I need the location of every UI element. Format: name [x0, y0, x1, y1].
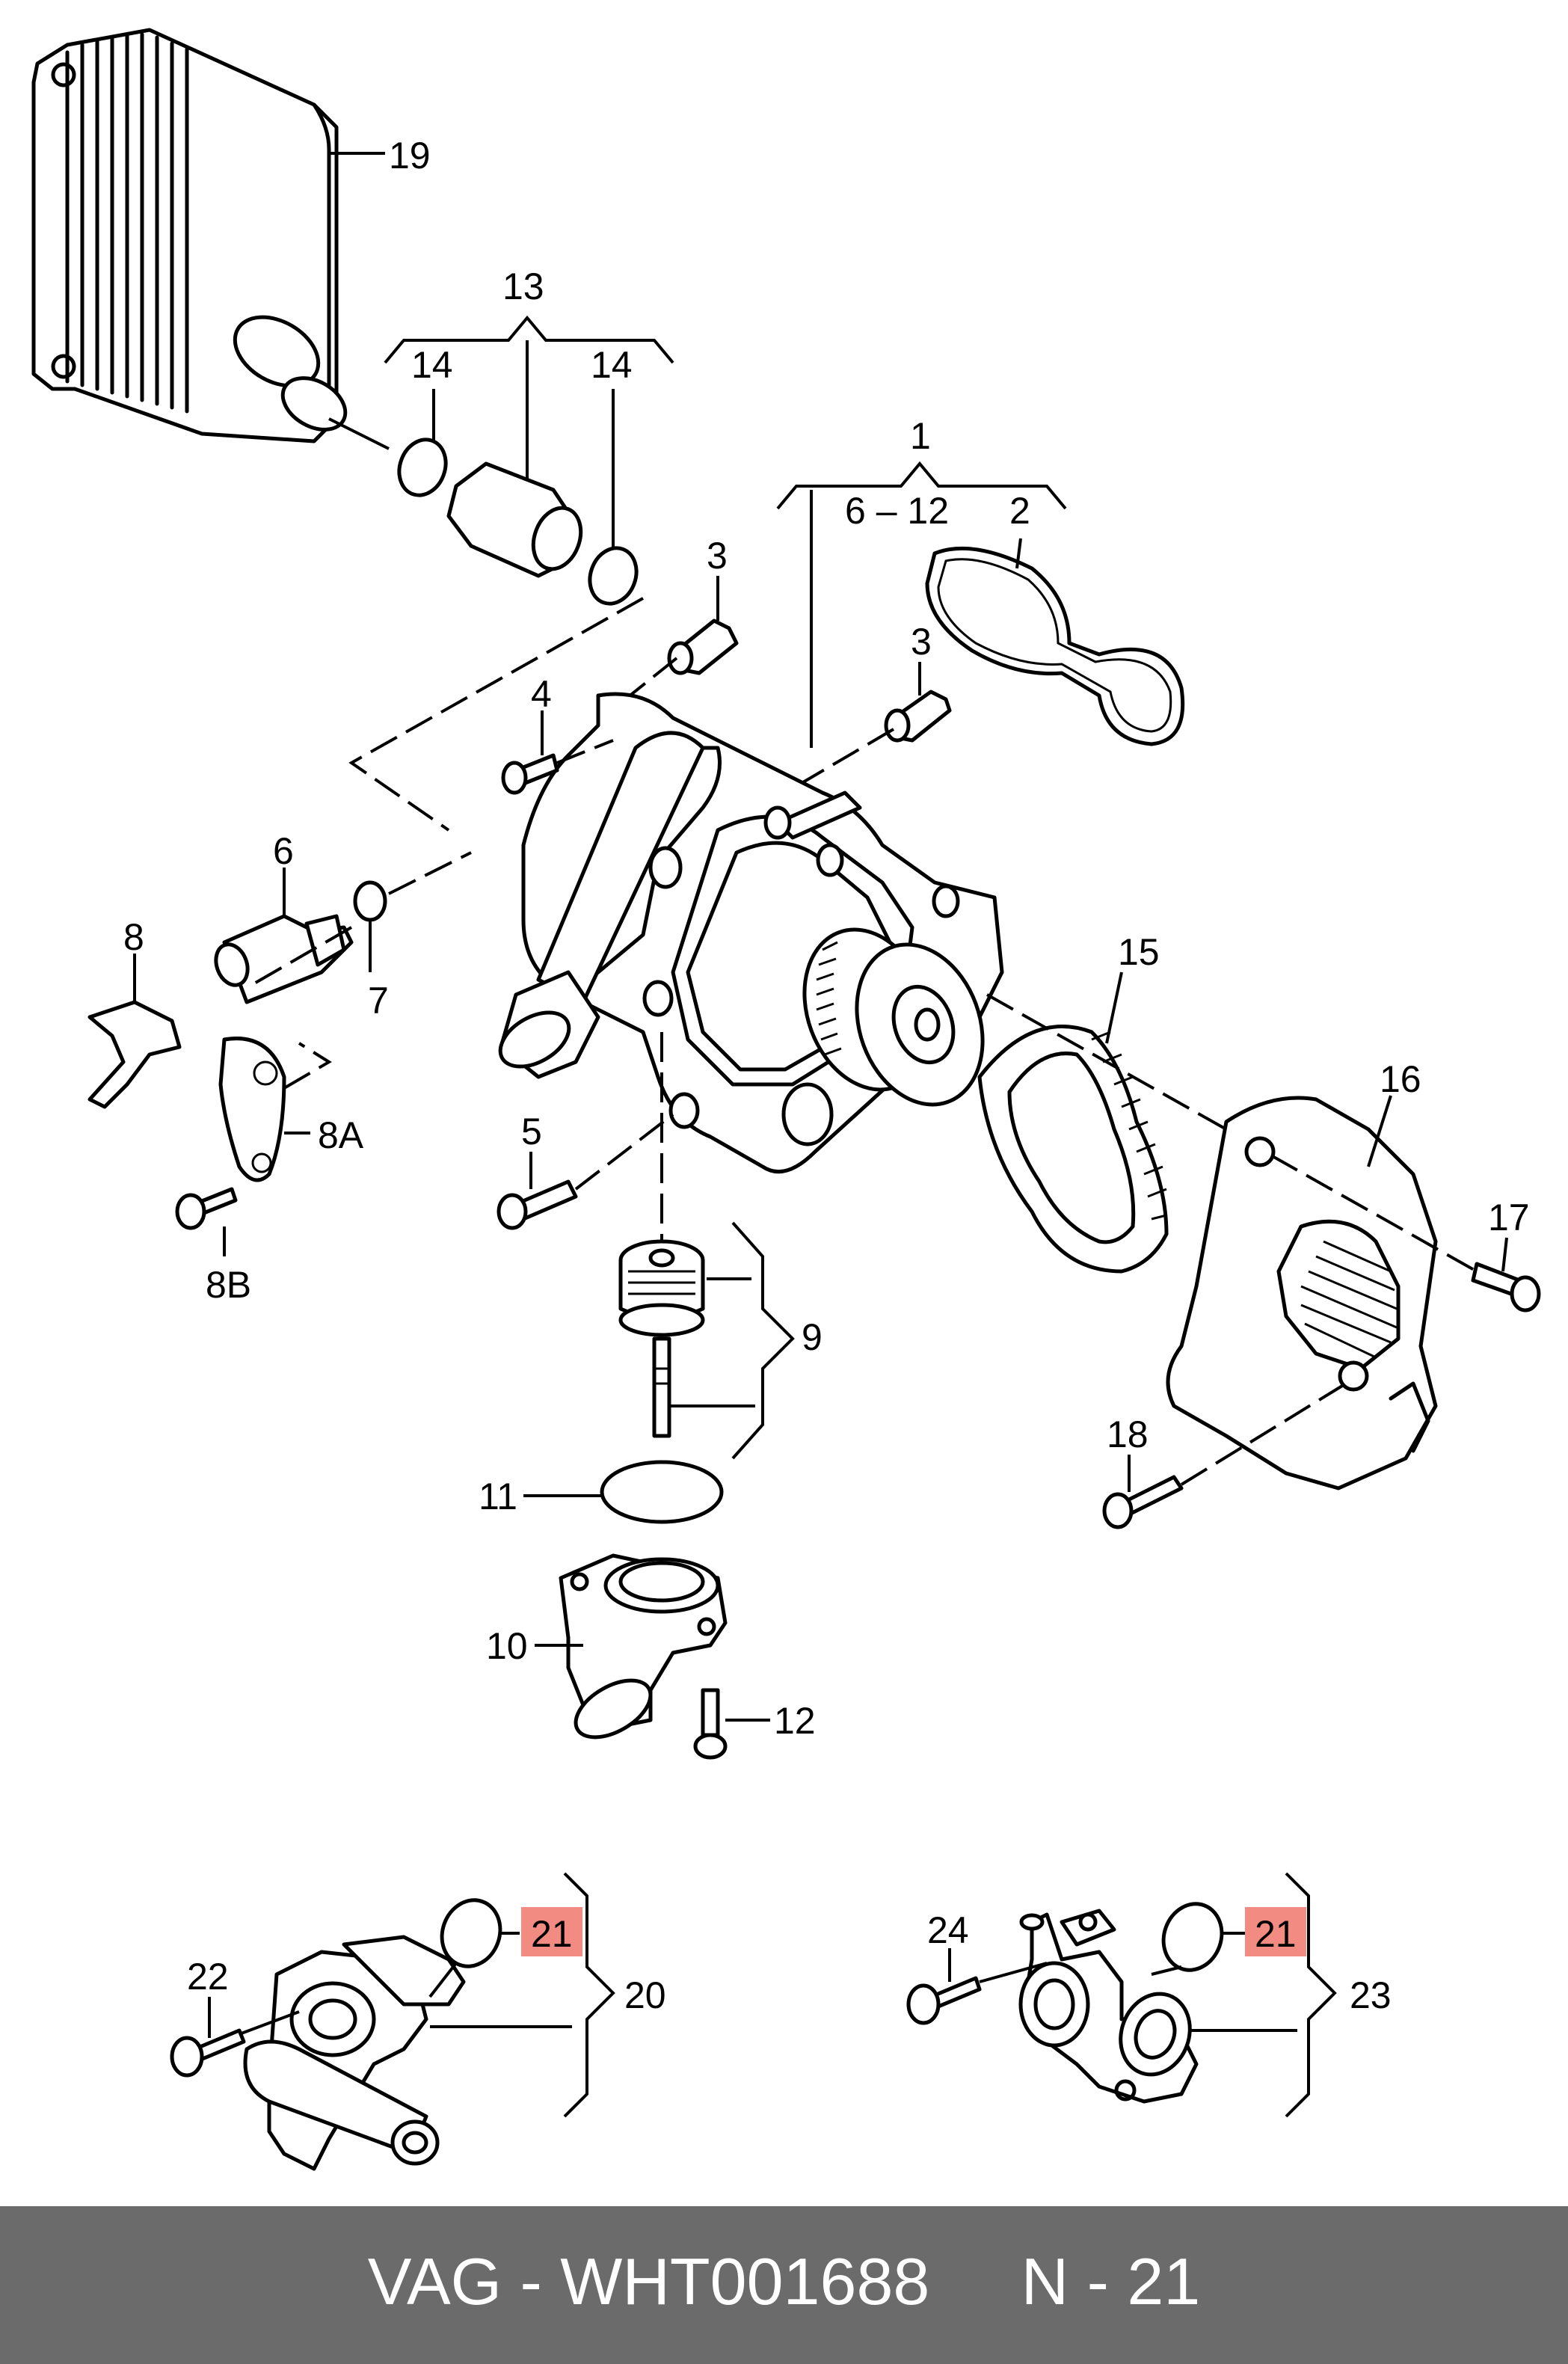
callout-8: 8 [123, 916, 144, 958]
screw-part-5 [496, 1179, 578, 1230]
callout-8A: 8A [318, 1114, 364, 1156]
dowel-pin-part-3 [667, 618, 952, 743]
callout-19: 19 [389, 135, 431, 176]
callout-9: 9 [802, 1316, 823, 1358]
callout-10: 10 [486, 1625, 528, 1667]
flange-part-10 [559, 1553, 728, 1740]
callout-6-12: 6 – 12 [845, 490, 949, 532]
coolant-flange-assembly-part-20 [243, 1935, 466, 2171]
flange-part-8A [218, 1037, 286, 1182]
callout-7: 7 [368, 980, 389, 1022]
callout-14-left: 14 [411, 344, 453, 386]
callout-3-right: 3 [911, 621, 932, 663]
screw-part-12 [693, 1688, 728, 1760]
highlight-box-21-left [521, 1907, 582, 1956]
callout-6: 6 [273, 830, 294, 872]
callout-20: 20 [624, 1974, 666, 2016]
screw-part-18 [1102, 1475, 1184, 1529]
callout-11: 11 [479, 1476, 517, 1517]
callout-1: 1 [910, 415, 931, 457]
callout-14-right: 14 [591, 344, 633, 386]
parts-diagram: 19 13 14 14 1 6 – 12 2 3 3 4 6 7 8 8A 8B… [31, 28, 1541, 2171]
screw-part-24 [906, 1976, 982, 2025]
callout-4: 4 [531, 673, 552, 715]
callout-16: 16 [1380, 1058, 1421, 1100]
highlight-box-21-right [1245, 1907, 1306, 1956]
callout-8B: 8B [206, 1264, 251, 1306]
belt-part-15 [977, 1025, 1169, 1274]
water-pump-housing [498, 692, 1004, 1174]
part-number-caption: VAG - WHT001688 N - 21 [367, 2244, 1201, 2318]
temperature-sensor-part-6 [214, 914, 354, 1004]
thermostat-part-9 [618, 1239, 705, 1438]
screw-part-22 [170, 2028, 246, 2078]
screw-part-8B [175, 1187, 238, 1230]
callout-12: 12 [774, 1700, 816, 1742]
belt-cover-part-16 [1166, 1096, 1438, 1490]
callout-21-left: 21 [531, 1913, 573, 1955]
connector-part-13 [446, 461, 583, 578]
callout-21-right: 21 [1255, 1913, 1297, 1955]
screw-part-4 [501, 753, 559, 795]
coolant-flange-assembly-part-23 [1018, 1909, 1199, 2104]
callout-23: 23 [1350, 1974, 1392, 2016]
callout-22: 22 [187, 1956, 229, 1998]
callout-17: 17 [1488, 1197, 1530, 1238]
callout-13: 13 [502, 265, 544, 307]
footer-bar: VAG - WHT001688 N - 21 [0, 2206, 1568, 2364]
clip-part-8 [87, 1000, 182, 1109]
callout-15: 15 [1118, 931, 1160, 973]
gasket-part-2 [925, 546, 1185, 746]
screw-part-17 [1471, 1262, 1541, 1313]
oil-cooler-part-19 [31, 28, 348, 443]
callout-24: 24 [927, 1909, 969, 1951]
callout-2: 2 [1009, 490, 1030, 532]
callout-3-top: 3 [707, 535, 728, 577]
callout-18: 18 [1107, 1413, 1149, 1455]
callout-5: 5 [521, 1111, 542, 1152]
